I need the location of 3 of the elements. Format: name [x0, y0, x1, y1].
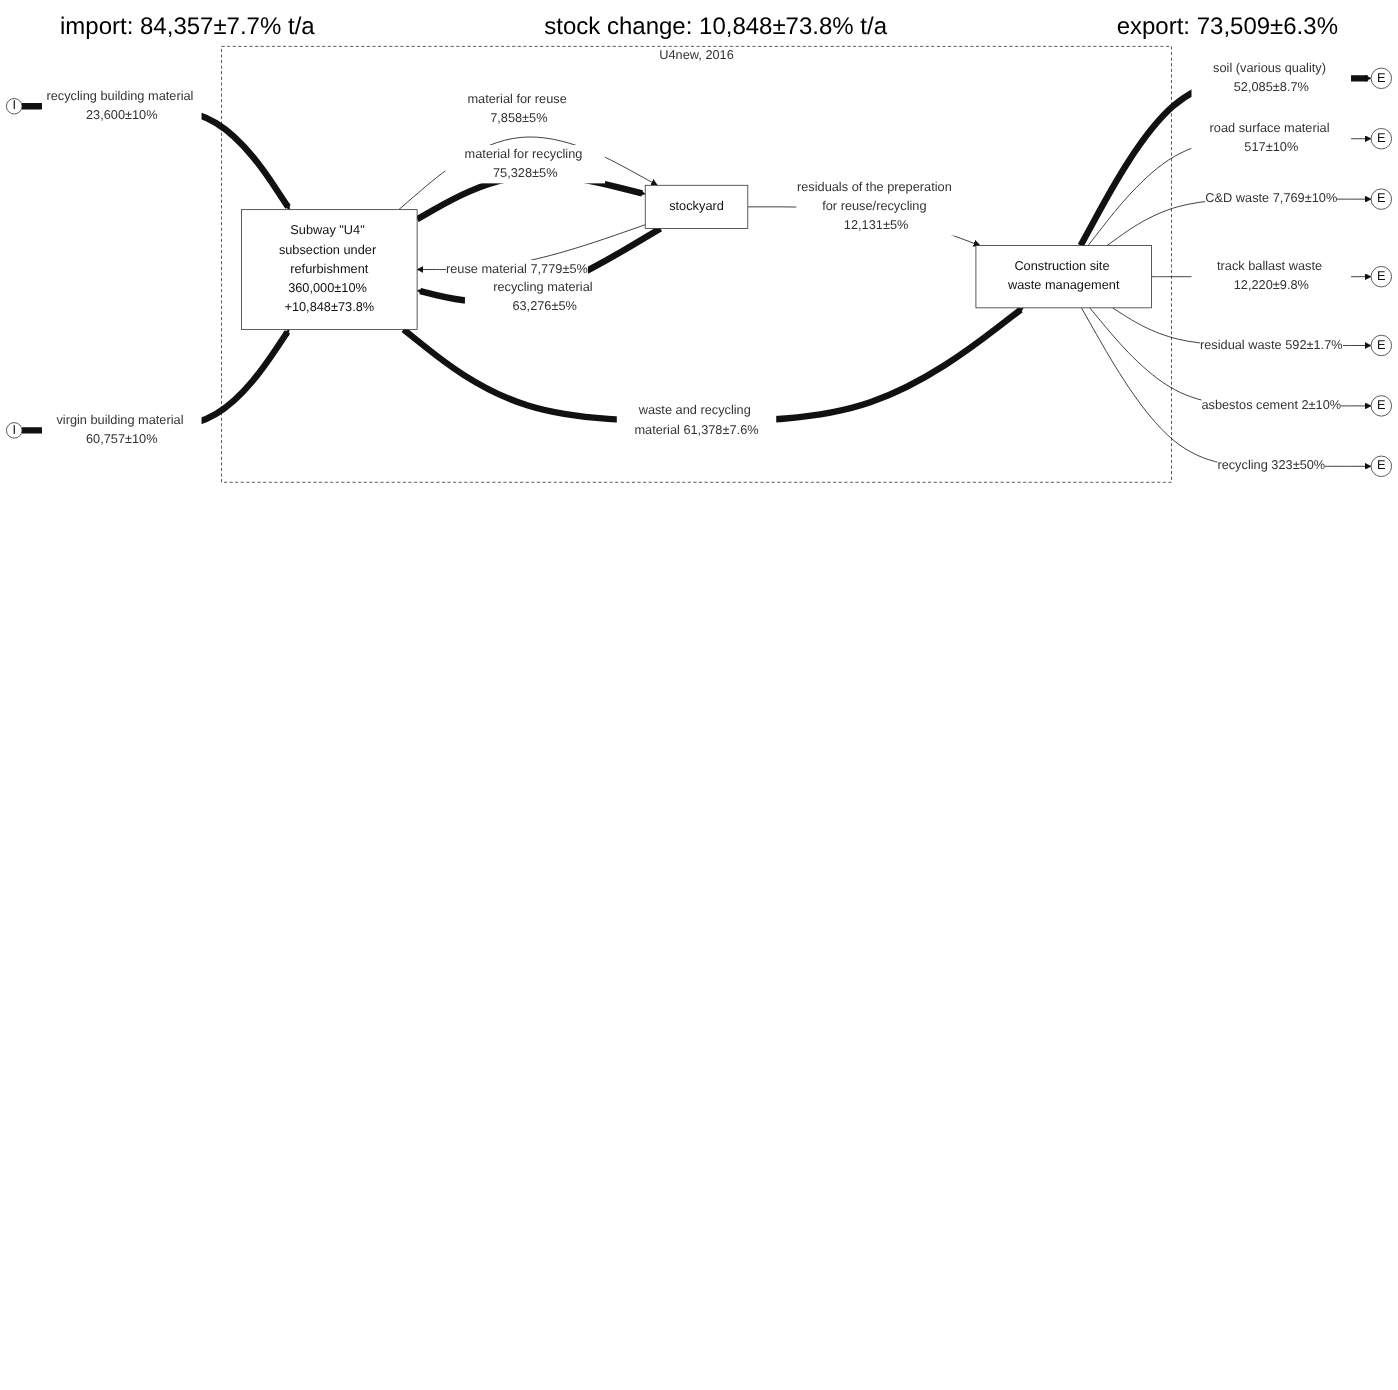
flow-total-note: export: 73,509±6.3%: [1116, 12, 1338, 40]
flow-total-note: stock change: 10,848±73.8% t/a: [544, 12, 888, 40]
flow-total-note: import: 84,357±7.7% t/a: [60, 12, 315, 40]
